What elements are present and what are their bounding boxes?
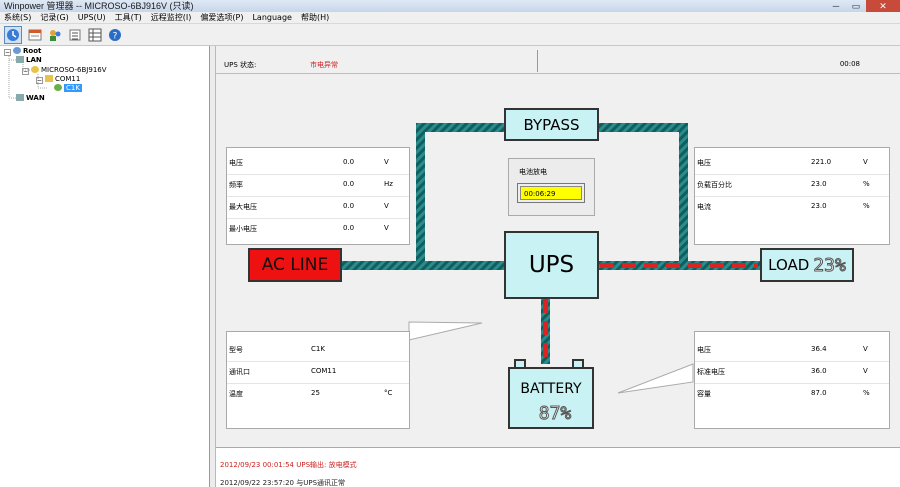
- log-entry: 2012/09/22 23:57:20 与UPS通讯正常: [220, 479, 346, 487]
- log-entry: 2012/09/23 00:01:54 UPS输出: 放电模式: [220, 461, 357, 469]
- discharge-panel: 电池放电 00:06:29: [508, 158, 595, 216]
- tree-device[interactable]: C1K: [54, 84, 82, 93]
- callout-tail-battery: [617, 363, 694, 394]
- divider: [537, 50, 538, 72]
- menu-tools[interactable]: 工具(T): [114, 13, 142, 22]
- menu-language[interactable]: Language: [252, 13, 292, 22]
- toolbar: ?: [0, 24, 900, 46]
- callout-tail-device: [408, 321, 483, 341]
- tree-lan[interactable]: LAN: [16, 56, 42, 65]
- ups-label: UPS: [528, 252, 575, 278]
- ups-status-label: UPS 状态:: [224, 61, 257, 69]
- battery-terminal: [572, 359, 584, 368]
- table-icon[interactable]: [86, 26, 104, 44]
- status-time: 00:08: [839, 60, 860, 68]
- discharge-time: 00:06:29: [520, 186, 582, 200]
- monitor-panel: UPS 状态: 市电异常 00:08: [216, 46, 900, 487]
- tree-com[interactable]: −COM11: [36, 75, 81, 84]
- ups-box[interactable]: UPS: [504, 231, 599, 299]
- load-label: LOAD: [768, 256, 810, 274]
- battery-box[interactable]: BATTERY 87%: [508, 359, 594, 431]
- tree-host[interactable]: −MICROSO-6BJ916V: [22, 66, 107, 75]
- pipe-from-bypass: [598, 123, 688, 132]
- menu-help[interactable]: 帮助(H): [300, 13, 330, 22]
- network-icon: [16, 56, 24, 63]
- title-bar: Winpower 管理器 -- MICROSO-6BJ916V (只读) ─ ▭…: [0, 0, 900, 12]
- maximize-button[interactable]: ▭: [851, 1, 861, 11]
- list-icon[interactable]: [66, 26, 84, 44]
- root-icon: [13, 47, 21, 54]
- pipe-to-bypass: [416, 123, 506, 132]
- battery-body: [508, 367, 594, 429]
- pipe-ac-to-bypass-vertical: [416, 123, 425, 270]
- ac-line-label: AC LINE: [261, 255, 329, 275]
- load-box[interactable]: LOAD 23%: [760, 248, 854, 282]
- pipe-bypass-down: [679, 123, 688, 270]
- close-button[interactable]: ✕: [866, 0, 900, 12]
- status-row: UPS 状态: 市电异常 00:08: [216, 46, 900, 74]
- device-tree-panel: −Root LAN −MICROSO-6BJ916V −COM11 C1K WA…: [0, 46, 210, 487]
- battery-percentage: 87%: [538, 403, 572, 425]
- minimize-button[interactable]: ─: [832, 1, 840, 11]
- menu-remote[interactable]: 远程监控(I): [150, 13, 192, 22]
- monitor-icon[interactable]: [4, 26, 22, 44]
- menu-records[interactable]: 记录(G): [40, 13, 69, 22]
- bypass-label: BYPASS: [523, 115, 580, 134]
- tree-lines: [8, 56, 48, 99]
- svg-text:?: ?: [113, 32, 118, 42]
- menu-system[interactable]: 系统(S): [4, 13, 32, 22]
- menu-bar: 系统(S) 记录(G) UPS(U) 工具(T) 远程监控(I) 偏爱选项(P)…: [0, 12, 900, 24]
- bypass-box[interactable]: BYPASS: [504, 108, 599, 141]
- menu-ups[interactable]: UPS(U): [77, 13, 106, 22]
- tree-root[interactable]: −Root: [4, 47, 42, 56]
- menu-preferences[interactable]: 偏爱选项(P): [200, 13, 244, 22]
- log-icon[interactable]: [26, 26, 44, 44]
- splitter[interactable]: [210, 46, 216, 487]
- tree-wan[interactable]: WAN: [16, 94, 45, 103]
- event-log: 2012/09/23 00:01:54 UPS输出: 放电模式 2012/09/…: [216, 447, 900, 487]
- help-icon[interactable]: ?: [106, 26, 124, 44]
- discharge-timer: 00:06:29: [517, 183, 585, 203]
- port-icon: [45, 75, 53, 82]
- battery-terminal: [514, 359, 526, 368]
- discharge-label: 电池放电: [519, 168, 547, 176]
- network-icon: [16, 94, 24, 101]
- battery-label: BATTERY: [520, 381, 582, 397]
- load-percentage: 23%: [813, 254, 847, 276]
- window-title: Winpower 管理器 -- MICROSO-6BJ916V (只读): [4, 1, 194, 11]
- users-icon[interactable]: [46, 26, 64, 44]
- ups-device-icon: [54, 84, 62, 91]
- ups-status-value: 市电异常: [310, 61, 338, 69]
- ac-line-box[interactable]: AC LINE: [248, 248, 342, 282]
- computer-icon: [31, 66, 39, 73]
